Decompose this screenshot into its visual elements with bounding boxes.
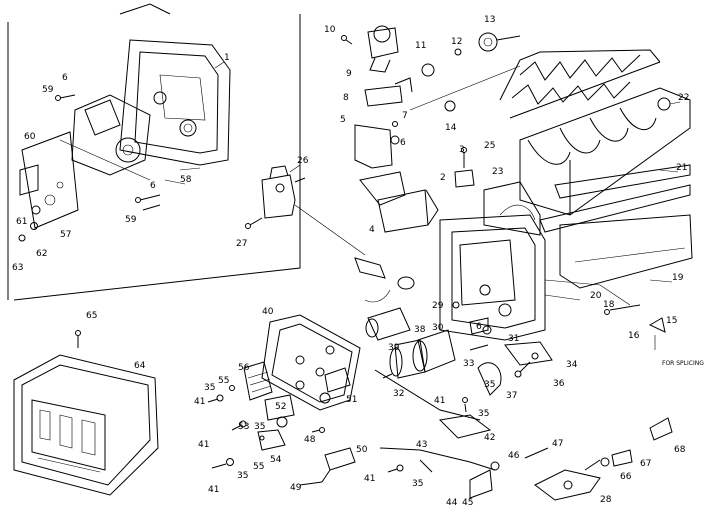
leader-lines bbox=[164, 61, 681, 283]
part-label: 7 bbox=[402, 111, 408, 121]
part-label: 32 bbox=[393, 389, 404, 399]
part-label: 66 bbox=[620, 472, 632, 482]
part-label: 56 bbox=[238, 363, 250, 373]
part-label: 65 bbox=[86, 311, 97, 321]
part-label: 6 bbox=[62, 73, 68, 83]
part-label: 6 bbox=[400, 138, 406, 148]
lever-assembly bbox=[379, 304, 673, 501]
water-valve-assembly bbox=[341, 25, 521, 233]
front-cover bbox=[13, 330, 159, 496]
part-label: 21 bbox=[676, 163, 687, 173]
part-label: 35 bbox=[204, 383, 215, 393]
part-label: 25 bbox=[484, 141, 495, 151]
part-labels: 1 2 3 4 5 6 6 6 6 7 8 9 10 11 12 13 14 1… bbox=[12, 15, 704, 508]
part-label: 67 bbox=[640, 459, 651, 469]
part-label: 15 bbox=[666, 316, 677, 326]
part-label: 16 bbox=[628, 331, 640, 341]
part-label: 52 bbox=[275, 402, 286, 412]
part-label: 51 bbox=[346, 395, 357, 405]
part-label: 36 bbox=[553, 379, 565, 389]
part-label: 13 bbox=[484, 15, 495, 25]
control-box-assembly bbox=[207, 314, 481, 486]
part-label: 41 bbox=[434, 396, 445, 406]
part-label: 9 bbox=[346, 69, 352, 79]
part-label: 38 bbox=[414, 325, 426, 335]
splicing-note: FOR SPLICING bbox=[662, 360, 704, 367]
part-label: 44 bbox=[446, 498, 458, 508]
part-label: 6 bbox=[150, 181, 156, 191]
part-label: 64 bbox=[134, 361, 146, 371]
part-label: 12 bbox=[451, 37, 462, 47]
part-label: 57 bbox=[60, 230, 71, 240]
part-label: 40 bbox=[262, 307, 274, 317]
part-label: 5 bbox=[340, 115, 346, 125]
part-label: 50 bbox=[356, 445, 368, 455]
part-label: 34 bbox=[566, 360, 578, 370]
part-label: 29 bbox=[432, 301, 444, 311]
part-label: 47 bbox=[552, 439, 563, 449]
part-label: 54 bbox=[270, 455, 282, 465]
part-label: 22 bbox=[678, 93, 689, 103]
part-label: 14 bbox=[445, 123, 457, 133]
part-label: 23 bbox=[492, 167, 503, 177]
part-label: 58 bbox=[180, 175, 192, 185]
part-label: 2 bbox=[440, 173, 446, 183]
part-label: 28 bbox=[600, 495, 612, 505]
part-label: 4 bbox=[369, 225, 375, 235]
part-label: 10 bbox=[324, 25, 336, 35]
part-label: 35 bbox=[412, 479, 423, 489]
part-label: 55 bbox=[218, 376, 229, 386]
ice-mold-assembly bbox=[439, 49, 693, 341]
part-label: 6 bbox=[476, 322, 482, 332]
part-label: 3 bbox=[459, 145, 465, 155]
part-label: 41 bbox=[364, 474, 375, 484]
part-label: 43 bbox=[416, 440, 427, 450]
part-label: 35 bbox=[237, 471, 248, 481]
part-label: 55 bbox=[253, 462, 264, 472]
part-label: 35 bbox=[484, 380, 495, 390]
part-label: 8 bbox=[343, 93, 349, 103]
part-label: 31 bbox=[508, 334, 519, 344]
inset-motor-assembly bbox=[7, 3, 301, 301]
part-label: 35 bbox=[254, 422, 265, 432]
part-label: 19 bbox=[672, 273, 684, 283]
part-label: 62 bbox=[36, 249, 47, 259]
part-label: 41 bbox=[208, 485, 219, 495]
part-label: 30 bbox=[432, 323, 444, 333]
shutoff-arm-assembly bbox=[245, 165, 415, 303]
drive-motor-assembly bbox=[365, 301, 553, 396]
part-label: 63 bbox=[12, 263, 23, 273]
part-label: 37 bbox=[506, 391, 517, 401]
part-label: 18 bbox=[603, 300, 615, 310]
part-label: 59 bbox=[42, 85, 54, 95]
part-label: 46 bbox=[508, 451, 520, 461]
part-label: 59 bbox=[125, 215, 137, 225]
part-label: 11 bbox=[415, 41, 426, 51]
part-label: 26 bbox=[297, 156, 309, 166]
part-label: 60 bbox=[24, 132, 36, 142]
part-label: 27 bbox=[236, 239, 247, 249]
part-label: 61 bbox=[16, 217, 27, 227]
part-label: 53 bbox=[238, 422, 249, 432]
part-label: 49 bbox=[290, 483, 302, 493]
part-label: 42 bbox=[484, 433, 495, 443]
part-label: 33 bbox=[463, 359, 474, 369]
part-label: 41 bbox=[194, 397, 205, 407]
part-label: 68 bbox=[674, 445, 686, 455]
part-label: 45 bbox=[462, 498, 473, 508]
part-label: 35 bbox=[478, 409, 489, 419]
part-label: 41 bbox=[198, 440, 209, 450]
part-label: 1 bbox=[224, 53, 230, 63]
part-label: 48 bbox=[304, 435, 316, 445]
part-label: 39 bbox=[388, 343, 400, 353]
part-label: 20 bbox=[590, 291, 602, 301]
